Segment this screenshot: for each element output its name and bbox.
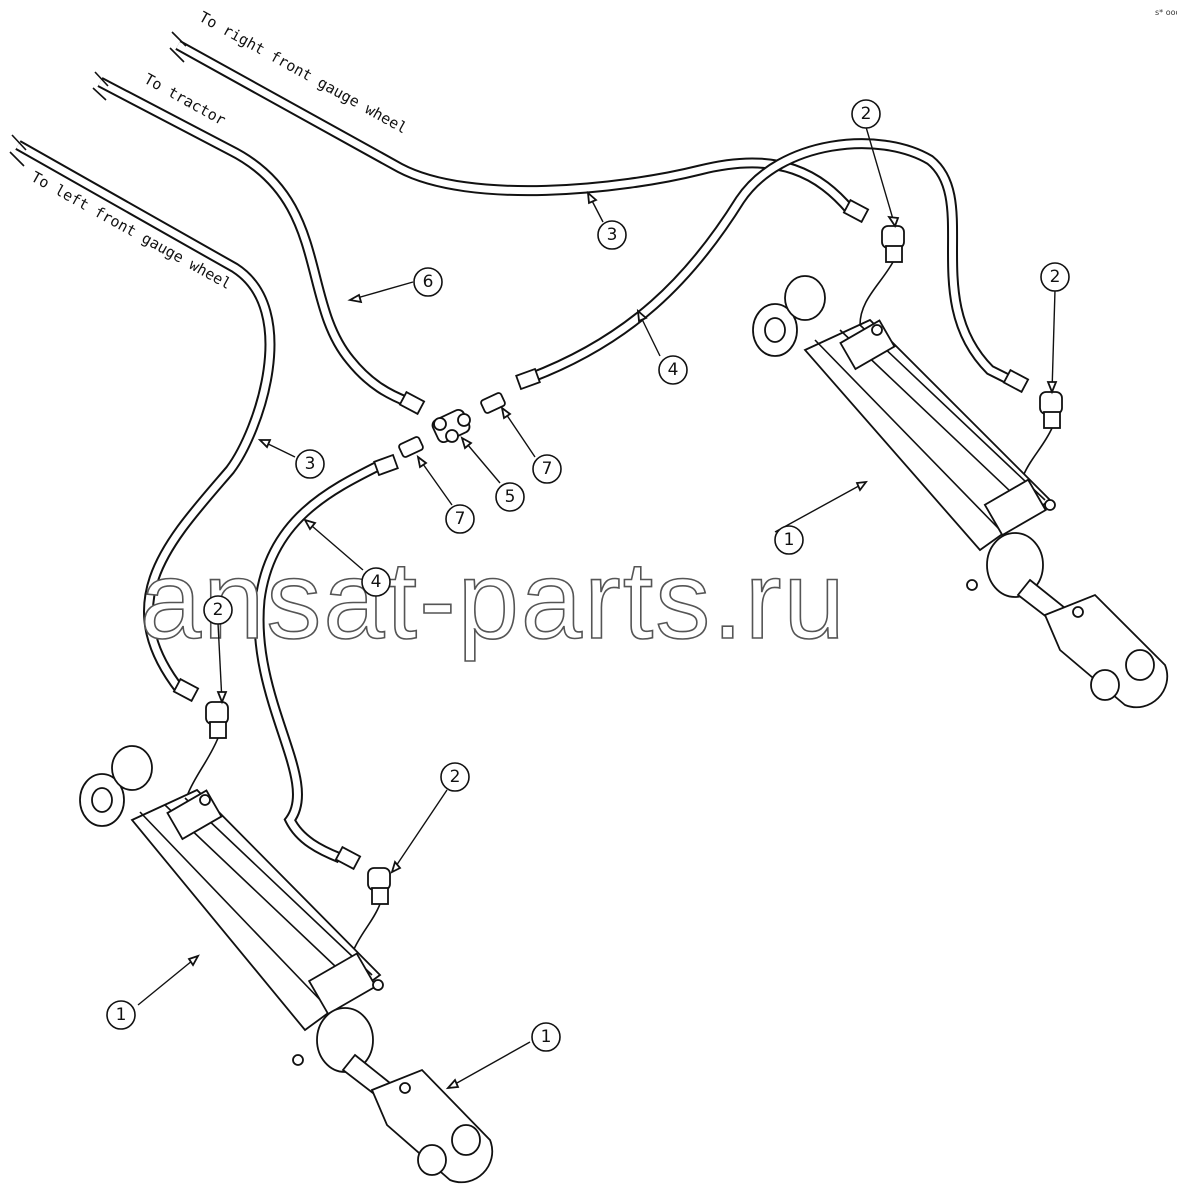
callout-3-left: 3: [295, 449, 325, 479]
callout-7-right: 7: [532, 454, 562, 484]
hose-fittings: [172, 198, 1030, 871]
svg-text:3: 3: [305, 454, 316, 474]
label-left-front-gauge-wheel: To left front gauge wheel: [28, 168, 234, 293]
adapter-fitting-right: [480, 392, 506, 414]
svg-text:1: 1: [116, 1005, 127, 1025]
hose-tractor: [92, 71, 411, 408]
callout-5: 5: [495, 482, 525, 512]
callout-1-right: 1: [774, 525, 804, 555]
svg-text:3: 3: [607, 225, 618, 245]
callout-1-left: 1: [106, 1000, 136, 1030]
svg-text:7: 7: [542, 459, 553, 479]
hydraulic-cylinder-left: [79, 745, 493, 1183]
svg-text:2: 2: [450, 767, 461, 787]
callout-3-top: 3: [597, 220, 627, 250]
hose-right-gauge: [169, 31, 855, 214]
callout-2-bottom: 2: [440, 762, 470, 792]
callout-2-top-right: 2: [851, 99, 881, 129]
elbow-fitting-top-right: [859, 225, 905, 326]
adapter-fitting-lower: [398, 436, 424, 458]
callout-4-upper: 4: [658, 355, 688, 385]
hose-upper-4: [528, 138, 1013, 385]
svg-text:1: 1: [784, 530, 795, 550]
svg-text:2: 2: [213, 600, 224, 620]
svg-text:1: 1: [541, 1027, 552, 1047]
watermark: ansat-parts.ru: [140, 539, 847, 662]
svg-text:2: 2: [1050, 267, 1061, 287]
callout-4-lower: 4: [361, 567, 391, 597]
svg-text:2: 2: [861, 104, 872, 124]
hose-lower-4: [253, 460, 383, 864]
callout-7-lower: 7: [445, 504, 475, 534]
hydraulic-cylinder-right: [752, 275, 1168, 708]
leader-lines: [137, 126, 1058, 1090]
svg-text:7: 7: [455, 509, 466, 529]
svg-text:6: 6: [423, 272, 434, 292]
callout-6: 6: [413, 267, 443, 297]
tee-fitting: [431, 409, 471, 443]
svg-text:4: 4: [668, 360, 679, 380]
hose-left-gauge: [9, 134, 276, 694]
corner-mark: s* ooo: [1155, 8, 1177, 17]
callout-2-left: 2: [203, 595, 233, 625]
svg-text:4: 4: [371, 572, 382, 592]
callout-2-right: 2: [1040, 262, 1070, 292]
callout-1-bottom: 1: [531, 1022, 561, 1052]
svg-text:5: 5: [505, 487, 516, 507]
